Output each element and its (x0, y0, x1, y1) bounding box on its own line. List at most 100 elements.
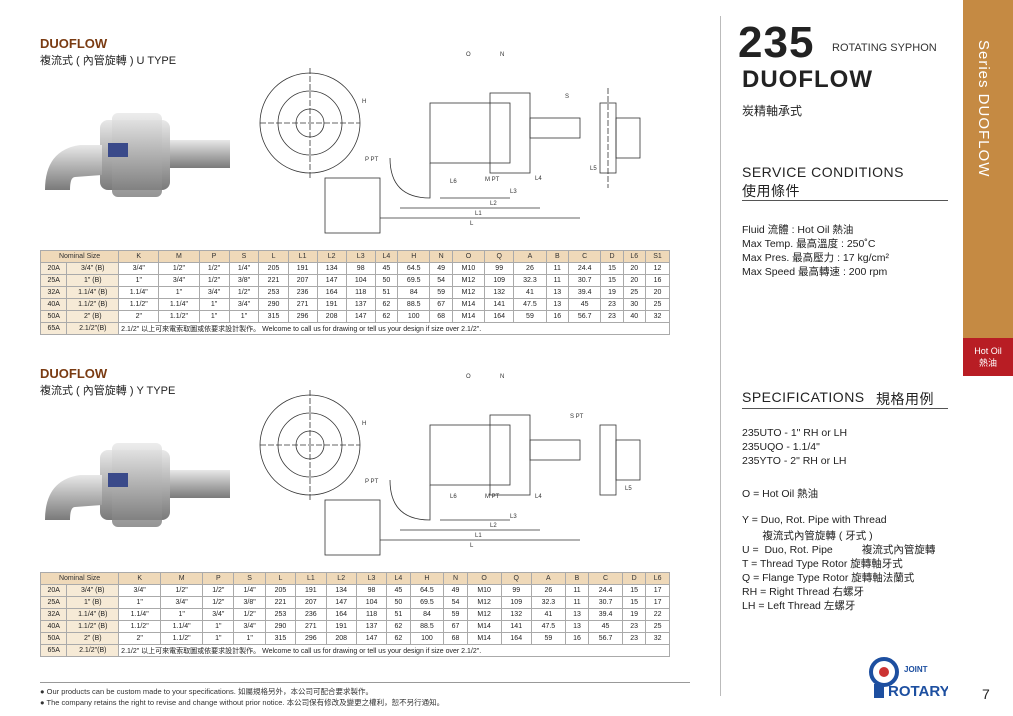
table-cell: 221 (258, 274, 289, 287)
table-cell: 132 (484, 286, 515, 299)
table-cell: 118 (345, 286, 376, 299)
service-line: Max Speed 最高轉速 : 200 rpm (742, 266, 888, 278)
table-cell: 271 (287, 298, 318, 311)
table-cell: 45 (567, 298, 602, 311)
table-cell: 1.1/2" (118, 298, 160, 311)
table-cell: 32.3 (530, 596, 566, 609)
footer-line-2: The company retains the right to revise … (46, 698, 445, 707)
table-cell: 25 (644, 298, 671, 311)
table-cell: 191 (287, 262, 318, 275)
table-cell: 3/4" (158, 274, 200, 287)
table1-header: L3 (345, 250, 376, 263)
table-cell: 20 (622, 274, 646, 287)
table1-header: B (545, 250, 569, 263)
table-cell: 290 (258, 298, 289, 311)
table-cell: 45 (374, 262, 399, 275)
table-cell: 15 (600, 262, 624, 275)
table-cell: M10 (466, 584, 502, 597)
table-cell: 1/2" (228, 286, 260, 299)
service-title: SERVICE CONDITIONS (742, 164, 904, 180)
table-cell: 1" (198, 310, 230, 323)
table-cell: 30.7 (567, 274, 602, 287)
table-cell: 84 (397, 286, 431, 299)
section1-subtitle: 複流式 ( 內管旋轉 ) U TYPE (40, 55, 177, 67)
table-cell: 56.7 (588, 632, 623, 645)
table-cell: 20A (39, 584, 68, 597)
table-cell: 23 (600, 298, 624, 311)
svg-text:L: L (470, 221, 474, 227)
table-cell: 164 (316, 286, 347, 299)
table2-header: Q (500, 572, 532, 585)
spec-legend: U = Duo, Rot. Pipe 複流式內管旋轉 (742, 544, 936, 556)
table-cell: 24.4 (567, 262, 602, 275)
table-cell: 3/8" (233, 596, 266, 609)
spec-legend: RH = Right Thread 右螺牙 (742, 586, 865, 598)
svg-text:N: N (500, 374, 504, 380)
table-cell: 141 (484, 298, 515, 311)
table1-header: K (118, 250, 160, 263)
svg-text:L3: L3 (510, 514, 517, 520)
table-cell: 205 (258, 262, 289, 275)
table-cell: 3/4" (198, 286, 230, 299)
table-cell: 99 (500, 584, 532, 597)
table-cell: 118 (355, 608, 388, 621)
table-cell: 1.1/2" (160, 632, 204, 645)
table-cell: 100 (409, 632, 445, 645)
table-cell: 67 (429, 298, 453, 311)
table-cell: 1/2" (202, 596, 235, 609)
table-cell: 164 (484, 310, 515, 323)
table-cell: 164 (325, 608, 357, 621)
table-cell: 16 (644, 274, 671, 287)
table-cell: 236 (295, 608, 327, 621)
table-cell: 253 (258, 286, 289, 299)
table-cell: 1.1/4" (160, 620, 204, 633)
svg-text:L1: L1 (475, 211, 482, 217)
table1-header: O (451, 250, 486, 263)
table-cell: 1/4" (228, 262, 260, 275)
table-cell: M12 (466, 596, 502, 609)
hot-oil-tab[interactable]: Hot Oil 熱油 (963, 338, 1013, 376)
section2-subtitle: 複流式 ( 內管旋轉 ) Y TYPE (40, 385, 176, 397)
table-cell: 54 (443, 596, 468, 609)
service-line: Max Pres. 最高壓力 : 17 kg/cm² (742, 252, 890, 264)
table1-header: M (158, 250, 200, 263)
svg-text:H: H (362, 421, 366, 427)
table-cell: 290 (264, 620, 297, 633)
section1-title: DUOFLOW (40, 36, 108, 51)
table-cell: 164 (500, 632, 532, 645)
table2-header: P (202, 572, 235, 585)
table-cell: 23 (621, 620, 647, 633)
table-cell: 62 (386, 620, 411, 633)
table-cell: 16 (564, 632, 590, 645)
table-cell: 207 (287, 274, 318, 287)
table-cell: 88.5 (409, 620, 445, 633)
table-cell: 1" (158, 286, 200, 299)
hot-oil-tab-label-zh: 熱油 (978, 358, 997, 368)
table1-note: 2.1/2" 以上可來電索取圖或依要求設計製作。 Welcome to call… (118, 322, 670, 335)
table-cell: 191 (316, 298, 347, 311)
table-cell: 41 (513, 286, 547, 299)
table-cell: 25A (39, 596, 68, 609)
table-cell: 1" (202, 632, 235, 645)
svg-text:L2: L2 (490, 201, 497, 207)
footer-rule (40, 682, 690, 683)
table-cell: M14 (466, 632, 502, 645)
table1-header: S1 (644, 250, 671, 263)
table-cell: 39.4 (588, 608, 623, 621)
table1-note-size: 65A (39, 322, 68, 335)
service-line: Fluid 流體 : Hot Oil 熱油 (742, 224, 854, 236)
table-cell: 191 (325, 620, 357, 633)
table-cell: 20 (622, 262, 646, 275)
table1-header: N (429, 250, 453, 263)
table2-header: L4 (386, 572, 411, 585)
table1-header: P (198, 250, 230, 263)
footer-line-1: Our products can be custom made to your … (46, 687, 373, 696)
hot-oil-tab-label: Hot Oil (974, 346, 1002, 356)
table-cell: 208 (316, 310, 347, 323)
table1-header: A (513, 250, 547, 263)
table-cell: 17 (645, 596, 670, 609)
